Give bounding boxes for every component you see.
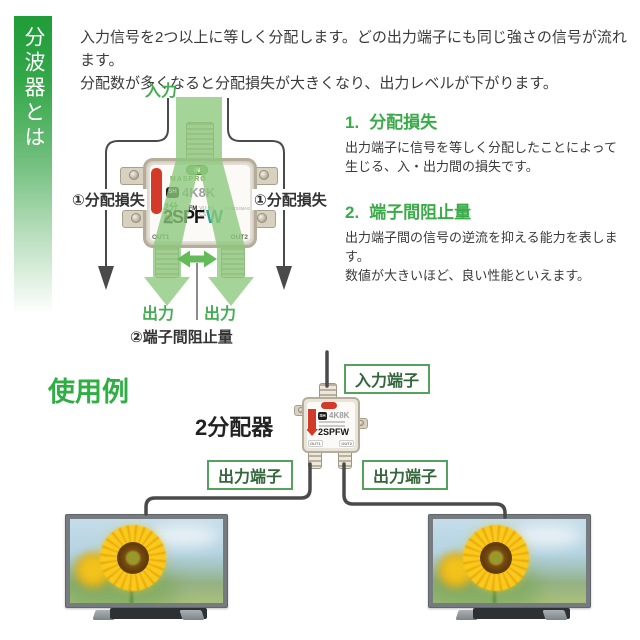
tv-screen-sunflower-image [433, 519, 586, 603]
sunflower [463, 525, 529, 591]
screw-icon [257, 213, 267, 223]
device-body: SH 4K8K 2SPFW OUT1 OUT2 [302, 397, 360, 453]
section-title: 分波器とは [22, 26, 45, 151]
definition-number: 1. [345, 113, 360, 132]
definition-body: 出力端子に信号を等しく分配したことによって 生じる、入・出力間の損失です。 [345, 140, 617, 174]
output-terminal-callout-left: 出力端子 [207, 460, 294, 490]
definition-item-2: 2. 端子間阻止量 出力端子間の信号の逆流を抑える能力を表します。 数値が大きいほ… [345, 198, 637, 285]
red-flow-arrow [308, 409, 316, 429]
tv-stand [428, 608, 591, 626]
fine-print-lines [319, 421, 345, 429]
input-connector [186, 122, 214, 161]
definition-body: 出力端子間の信号の逆流を抑える能力を表します。 数値が大きいほど、良い性能といえ… [345, 230, 618, 283]
definition-heading: 2. 端子間阻止量 [345, 198, 637, 223]
splitter-device-small: SH 4K8K 2SPFW OUT1 OUT2 [290, 383, 368, 469]
loss-arrowhead-left [98, 266, 114, 290]
out1-label: OUT1 [152, 234, 170, 241]
out1-label: OUT1 [308, 440, 323, 447]
sh-mark-icon: SH [166, 187, 179, 198]
definitions: 1. 分配損失 出力端子に信号を等しく分配したことによって 生じる、入・出力間の損… [345, 108, 637, 285]
distribution-loss-label-left: ①分配損失 [70, 189, 147, 210]
spec-4k8k: 4K8K [329, 411, 350, 420]
intro-line-2: 分配数が多くなると分配損失が大きくなり、出力レベルが下がります。 [80, 75, 558, 92]
tv-stand-bar [110, 608, 207, 619]
brand-label: MASPRO [170, 176, 207, 183]
sunflower-core [117, 542, 149, 574]
sh-mark-icon: SH [318, 411, 327, 420]
output-terminal-callout-right: 出力端子 [362, 460, 449, 490]
screw-icon [131, 213, 141, 223]
red-cap [321, 402, 337, 409]
distribution-loss-label-right: ①分配損失 [252, 189, 329, 210]
intro-line-1: 入力信号を2つ以上に等しく分配します。どの出力端子にも同じ強さの信号が流れます。 [80, 29, 627, 69]
tv-stand-bar [473, 608, 570, 619]
television-right [428, 514, 591, 626]
model-label: 2SPFW [318, 427, 350, 437]
intro-paragraph: 入力信号を2つ以上に等しく分配します。どの出力端子にも同じ強さの信号が流れます。… [80, 26, 636, 95]
red-flow-arrowhead [307, 429, 318, 436]
usage-heading: 使用例 [48, 377, 129, 407]
out2-label: OUT2 [339, 440, 354, 447]
out2-label: OUT2 [230, 234, 248, 241]
red-label-stripe [151, 168, 162, 214]
definition-number: 2. [345, 203, 360, 222]
screw-icon [129, 170, 139, 180]
input-terminal-callout: 入力端子 [344, 364, 431, 394]
flower-stem [493, 587, 496, 603]
output-flow-label-right: 出力 [204, 306, 237, 323]
tv-frame [65, 514, 228, 608]
model-name: 2SPF [163, 207, 205, 227]
spec-4k8k: 4K8K [182, 185, 216, 200]
device-face: IN MASPRO SH 4K8K 2分配 FM VU BS CS 10~322… [150, 165, 250, 241]
device-face: SH 4K8K 2SPFW OUT1 OUT2 [307, 402, 355, 448]
section-ribbon: 分波器とは [14, 16, 52, 314]
tv-foot-right [179, 610, 205, 620]
definition-title: 端子間阻止量 [369, 203, 472, 222]
tv-screen-sunflower-image [70, 519, 223, 603]
spec-row: SH 4K8K [166, 185, 215, 200]
spec-row: SH 4K8K [318, 411, 349, 420]
model-suffix: W [206, 207, 223, 227]
splitter-name-label: 2分配器 [195, 415, 274, 440]
flower-stem [130, 587, 133, 603]
device-body: IN MASPRO SH 4K8K 2分配 FM VU BS CS 10~322… [143, 158, 257, 248]
cloud [149, 525, 219, 547]
in-port-label: IN [186, 165, 208, 175]
television-left [65, 514, 228, 626]
definition-item-1: 1. 分配損失 出力端子に信号を等しく分配したことによって 生じる、入・出力間の損… [345, 108, 637, 176]
tv-stand [65, 608, 228, 626]
isolation-label: ②端子間阻止量 [128, 326, 235, 347]
screw-icon [259, 170, 269, 180]
freq-label: 10~3224MHz [223, 206, 250, 211]
tv-frame [428, 514, 591, 608]
definition-title: 分配損失 [369, 113, 438, 132]
tv-foot-right [542, 610, 568, 620]
cloud [512, 525, 582, 547]
sunflower-core [480, 542, 512, 574]
sunflower [100, 525, 166, 591]
definition-heading: 1. 分配損失 [345, 108, 637, 133]
input-flow-label: 入力 [145, 83, 178, 100]
output-flow-label-left: 出力 [142, 306, 175, 323]
